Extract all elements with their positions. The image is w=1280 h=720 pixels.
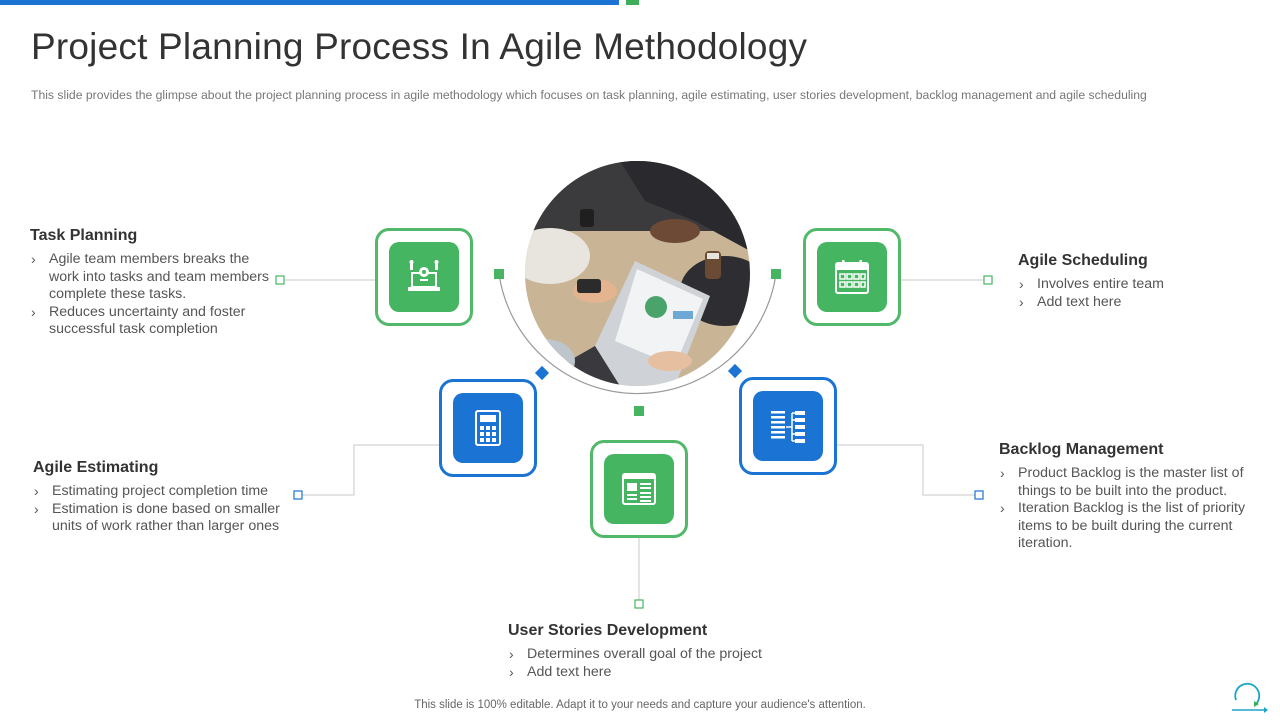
robot-workstation-icon [408,260,440,291]
page-title: Project Planning Process In Agile Method… [31,26,808,67]
task-planning-icon-box [375,228,473,326]
backlog-management-point: Product Backlog is the master list of th… [999,465,1263,500]
task-planning-heading: Task Planning [30,227,138,244]
arc-node-left [494,269,504,279]
user-stories-point: Add text here [508,664,808,682]
backlog-management-heading: Backlog Management [999,441,1164,458]
agile-scheduling-heading: Agile Scheduling [1018,252,1148,269]
agile-estimating-point: Estimating project completion time [33,483,295,501]
user-stories-icon-box [590,440,688,538]
agile-estimating-icon-box [439,379,537,477]
calendar-icon [835,260,869,294]
top-accent-bar-blue [0,0,619,5]
page-subtitle: This slide provides the glimpse about th… [31,88,1147,102]
agile-estimating-heading: Agile Estimating [33,459,159,476]
agile-estimating-block: Agile Estimating Estimating project comp… [33,459,295,536]
calculator-icon [475,410,501,446]
user-stories-heading: User Stories Development [508,622,708,639]
task-planning-block: Task Planning Agile team members breaks … [30,227,280,339]
backlog-list-icon [771,411,805,443]
arc-node-left-diamond [534,365,550,381]
arc-node-right-diamond [727,363,743,379]
user-stories-block: User Stories Development Determines over… [508,622,808,681]
document-window-icon [622,473,656,505]
connector-backlog-management [837,444,975,496]
top-accent-bar-green [626,0,639,5]
backlog-management-block: Backlog Management Product Backlog is th… [999,441,1263,553]
agile-scheduling-block: Agile Scheduling Involves entire team Ad… [1018,252,1263,311]
agile-estimating-point: Estimation is done based on smaller unit… [33,501,295,536]
cycle-logo-icon [1232,682,1268,713]
agile-scheduling-point: Add text here [1018,294,1263,312]
backlog-management-point: Iteration Backlog is the list of priorit… [999,500,1263,553]
agile-scheduling-point: Involves entire team [1018,276,1263,294]
arc-node-right [771,269,781,279]
process-arc [498,273,777,395]
task-planning-point: Agile team members breaks the work into … [30,251,280,304]
footer-note: This slide is 100% editable. Adapt it to… [414,699,866,711]
agile-scheduling-icon-box [803,228,901,326]
task-planning-point: Reduces uncertainty and foster successfu… [30,304,280,339]
meeting-photo [525,161,750,386]
backlog-management-icon-box [739,377,837,475]
user-stories-point: Determines overall goal of the project [508,646,808,664]
connector-agile-estimating [302,444,439,496]
arc-node-bottom [634,406,644,416]
